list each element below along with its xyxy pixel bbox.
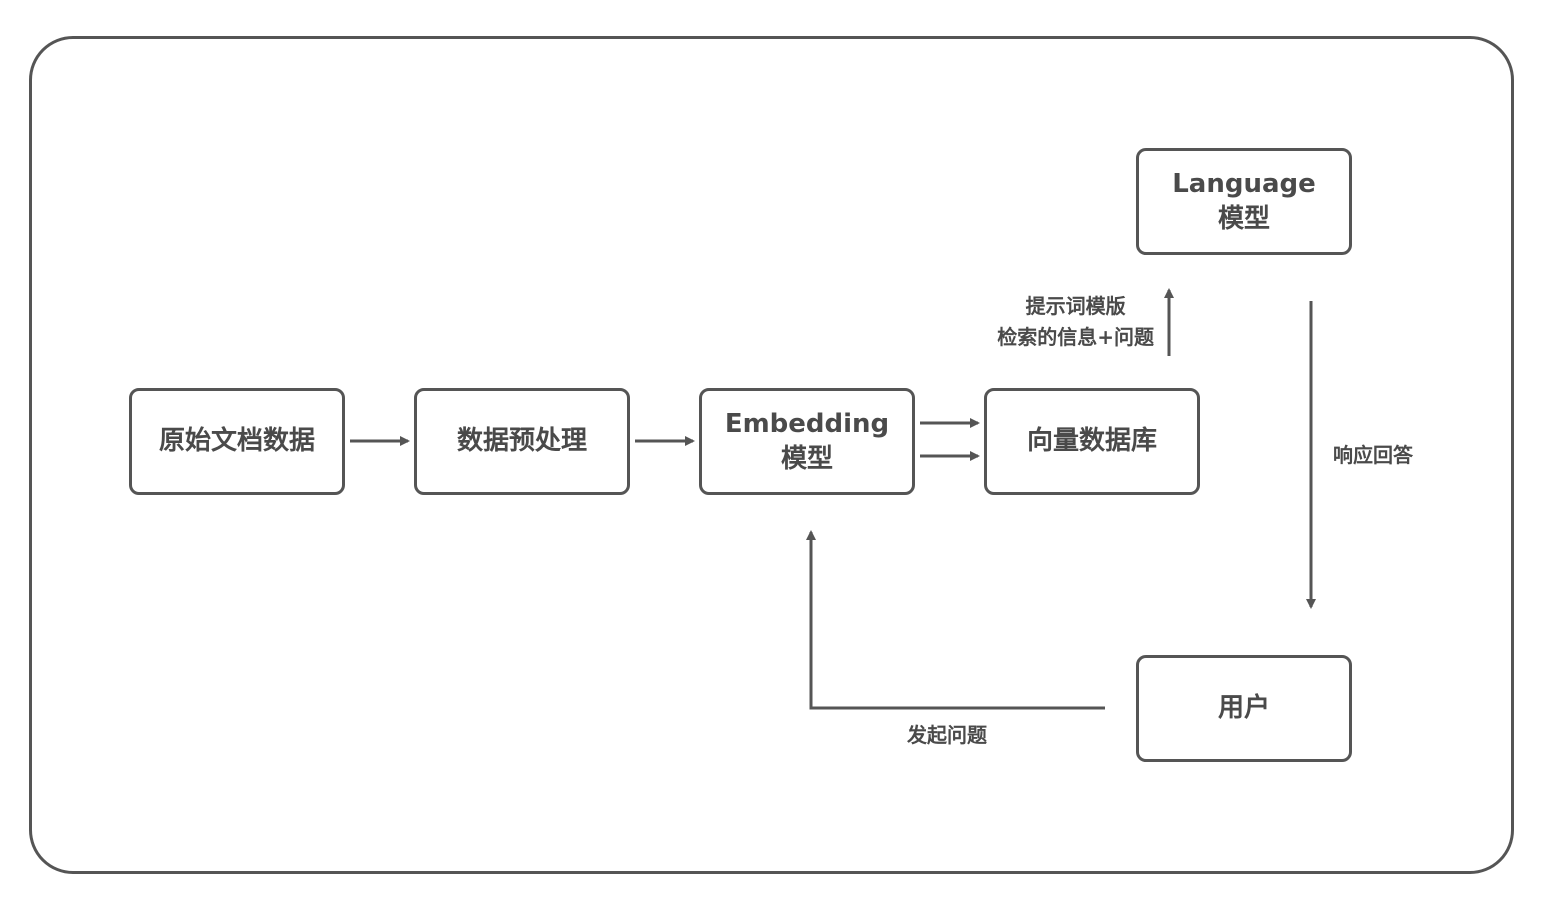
edge-label-response-text: 响应回答	[1333, 443, 1413, 467]
node-embedding-model: Embedding 模型	[699, 388, 915, 495]
node-embedding-model-line2: 模型	[780, 443, 833, 474]
node-raw-document-data: 原始文档数据	[129, 388, 345, 495]
arrow-user-to-embedding	[806, 530, 1105, 710]
node-vector-database-label: 向量数据库	[1026, 426, 1157, 456]
node-vector-database: 向量数据库	[984, 388, 1200, 495]
node-language-model-line2: 模型	[1217, 203, 1270, 234]
diagram-frame	[29, 36, 1514, 874]
node-embedding-model-line1: Embedding	[724, 408, 890, 439]
edge-label-ask-question-text: 发起问题	[907, 723, 987, 747]
node-data-preprocessing-label: 数据预处理	[456, 426, 587, 456]
edge-label-ask-question: 发起问题	[907, 720, 987, 751]
edge-label-response: 响应回答	[1333, 440, 1413, 471]
edge-label-prompt-template-line1: 提示词模版	[1025, 294, 1126, 318]
node-language-model-line1: Language	[1172, 168, 1316, 199]
node-language-model-label: Language 模型	[1172, 167, 1316, 237]
node-user: 用户	[1136, 655, 1352, 762]
node-user-label: 用户	[1217, 693, 1270, 723]
edge-label-prompt-template-line2: 检索的信息+问题	[997, 325, 1154, 349]
node-raw-document-data-label: 原始文档数据	[158, 426, 315, 456]
node-language-model: Language 模型	[1136, 148, 1352, 255]
node-embedding-model-label: Embedding 模型	[725, 407, 889, 477]
edge-label-prompt-template: 提示词模版 检索的信息+问题	[997, 291, 1154, 353]
node-data-preprocessing: 数据预处理	[414, 388, 630, 495]
